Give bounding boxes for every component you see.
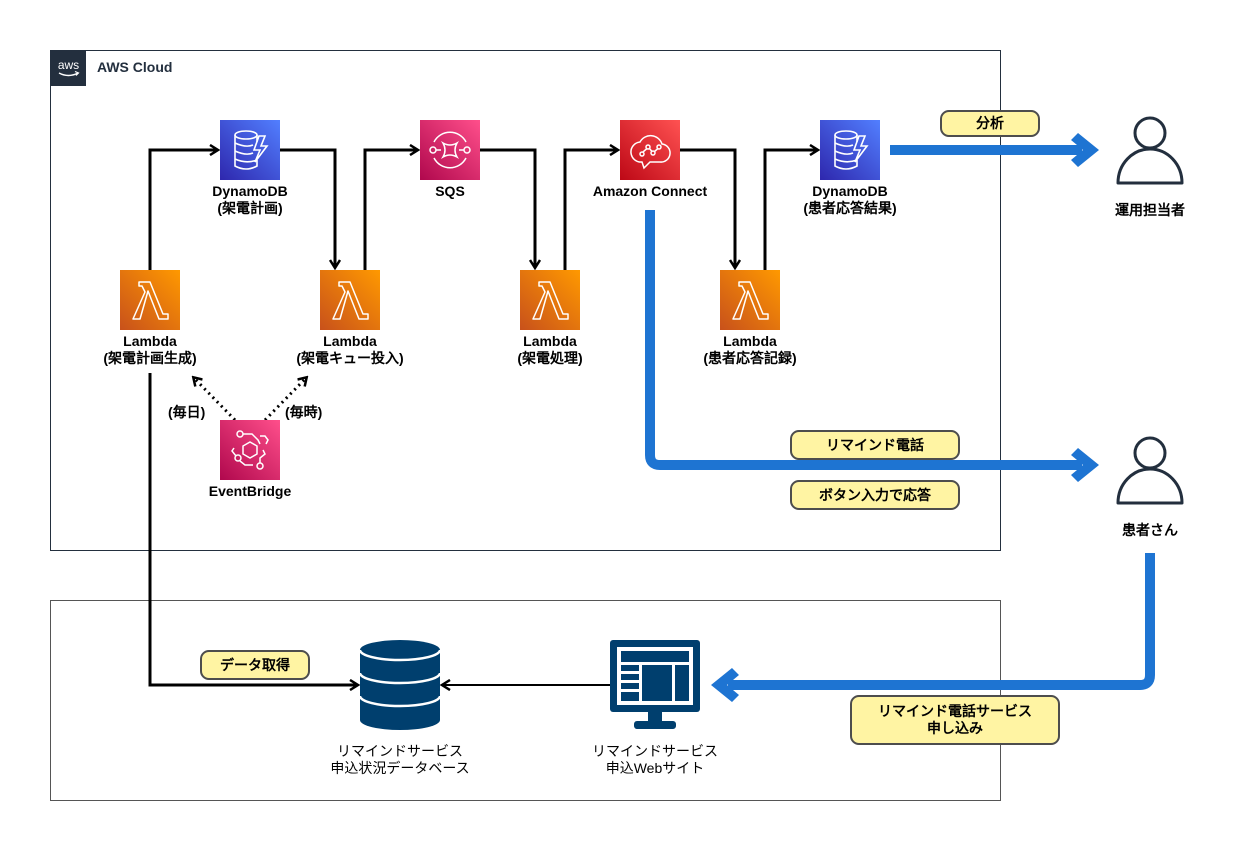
lambda-icon [520, 270, 580, 330]
amazon-connect-icon [620, 120, 680, 180]
patient-name: 患者さん [1122, 522, 1178, 538]
dynamodb-icon [220, 120, 280, 180]
lambda-record-label: Lambda (患者応答記録) [703, 333, 796, 367]
operator-label: 運用担当者 [1115, 202, 1185, 219]
website-name: リマインドサービス [592, 743, 718, 759]
operator-node[interactable] [1114, 113, 1186, 187]
database-icon [358, 640, 442, 730]
user-icon [1116, 116, 1184, 185]
operator-name: 運用担当者 [1115, 202, 1185, 218]
eventbridge-name: EventBridge [208, 483, 292, 499]
aws-logo-icon: aws [51, 51, 86, 86]
user-icon [1116, 436, 1184, 505]
badge-button-response: ボタン入力で応答 [790, 480, 960, 510]
dynamodb-result-sub: (患者応答結果) [803, 200, 897, 216]
lambda-queue-node[interactable] [320, 270, 380, 330]
status-db-node[interactable] [358, 640, 442, 730]
badge-apply-service: リマインド電話サービス 申し込み [850, 695, 1060, 745]
website-node[interactable] [610, 640, 700, 730]
amazon-connect-label: Amazon Connect [593, 183, 707, 200]
status-db-label: リマインドサービス 申込状況データベース [330, 743, 469, 777]
eventbridge-label: EventBridge [209, 483, 291, 500]
badge-analysis: 分析 [940, 110, 1040, 137]
web-monitor-icon [610, 640, 700, 729]
lambda-plan-name: Lambda [123, 333, 177, 349]
aws-cloud-title: AWS Cloud [97, 59, 173, 75]
lambda-record-name: Lambda [723, 333, 777, 349]
amazon-connect-node[interactable] [620, 120, 680, 180]
lambda-queue-name: Lambda [323, 333, 377, 349]
sqs-node[interactable] [420, 120, 480, 180]
flow-analysis-arrowhead [1071, 133, 1099, 167]
dynamodb-plan-node[interactable] [220, 120, 280, 180]
sqs-icon [420, 120, 480, 180]
lambda-record-sub: (患者応答記録) [703, 350, 797, 366]
badge-apply-line1: リマインド電話サービス [878, 703, 1032, 719]
status-db-sub: 申込状況データベース [330, 760, 470, 776]
dynamodb-plan-label: DynamoDB (架電計画) [212, 183, 287, 217]
lambda-call-name: Lambda [523, 333, 577, 349]
dynamodb-plan-name: DynamoDB [212, 183, 288, 199]
aws-logo-text: aws [58, 58, 79, 72]
lambda-queue-label: Lambda (架電キュー投入) [296, 333, 403, 367]
lambda-call-label: Lambda (架電処理) [517, 333, 582, 367]
amazon-connect-name: Amazon Connect [592, 183, 708, 199]
patient-node[interactable] [1114, 433, 1186, 507]
dynamodb-plan-sub: (架電計画) [217, 200, 283, 216]
lambda-plan-label: Lambda (架電計画生成) [103, 333, 196, 367]
lambda-plan-node[interactable] [120, 270, 180, 330]
sqs-label: SQS [435, 183, 465, 200]
sqs-name: SQS [435, 183, 465, 199]
lambda-record-node[interactable] [720, 270, 780, 330]
eventbridge-icon [220, 420, 280, 480]
lambda-icon [120, 270, 180, 330]
dynamodb-result-node[interactable] [820, 120, 880, 180]
lambda-call-node[interactable] [520, 270, 580, 330]
website-label: リマインドサービス 申込Webサイト [592, 743, 718, 777]
dynamodb-icon [820, 120, 880, 180]
patient-label: 患者さん [1122, 522, 1178, 539]
edge-label-daily: (毎日) [168, 404, 206, 420]
lambda-icon [320, 270, 380, 330]
lambda-icon [720, 270, 780, 330]
lambda-queue-sub: (架電キュー投入) [296, 350, 404, 366]
dynamodb-result-label: DynamoDB (患者応答結果) [803, 183, 896, 217]
badge-remind-call: リマインド電話 [790, 430, 960, 460]
dynamodb-result-name: DynamoDB [812, 183, 888, 199]
lambda-call-sub: (架電処理) [517, 350, 583, 366]
edge-label-hourly: (毎時) [285, 404, 323, 420]
website-sub: 申込Webサイト [605, 760, 705, 776]
badge-data-fetch: データ取得 [200, 650, 310, 680]
eventbridge-node[interactable] [220, 420, 280, 480]
lambda-plan-sub: (架電計画生成) [103, 350, 197, 366]
flow-patient-arrowhead [1071, 448, 1099, 482]
badge-apply-line2: 申し込み [927, 720, 983, 736]
status-db-name: リマインドサービス [337, 743, 463, 759]
